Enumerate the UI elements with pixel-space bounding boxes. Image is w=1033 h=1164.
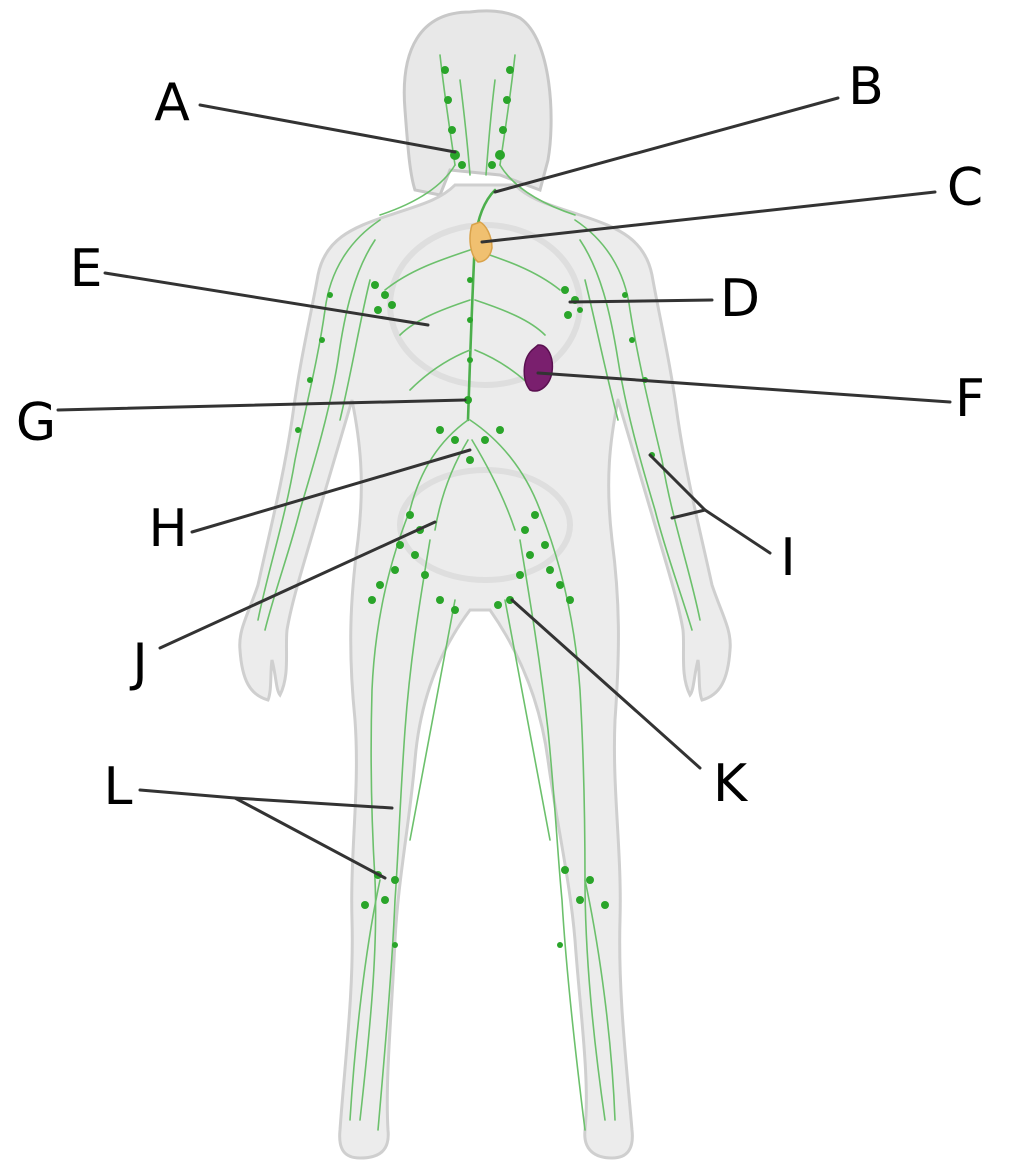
label-d: D [720,269,760,329]
leader-g [56,398,467,412]
label-f: F [955,369,985,429]
pelvis-hint [397,467,573,583]
label-g: G [16,393,56,453]
label-j: J [129,633,147,693]
label-a: A [154,73,190,133]
label-k: K [713,754,749,814]
head [402,9,553,197]
leader-a [198,103,457,154]
label-e: E [70,239,103,299]
label-b: B [848,57,884,117]
leader-d [568,298,714,304]
label-h: H [148,499,187,559]
label-l: L [104,757,133,817]
label-i: I [780,528,795,588]
leader-c [480,190,937,244]
labels: A B C D E F G H I J K L [16,57,985,817]
leader-i-branch [670,508,707,520]
leader-h [190,448,472,534]
label-c: C [947,158,983,218]
leader-k [510,598,702,770]
leader-f [536,371,952,404]
body-silhouette [238,9,732,1160]
leader-e [103,271,430,327]
body-outline [238,183,732,1160]
leader-b [493,96,840,194]
leader-j [158,520,437,650]
leader-lines [56,96,952,880]
spleen [523,344,554,392]
leader-l-branch [233,796,387,880]
